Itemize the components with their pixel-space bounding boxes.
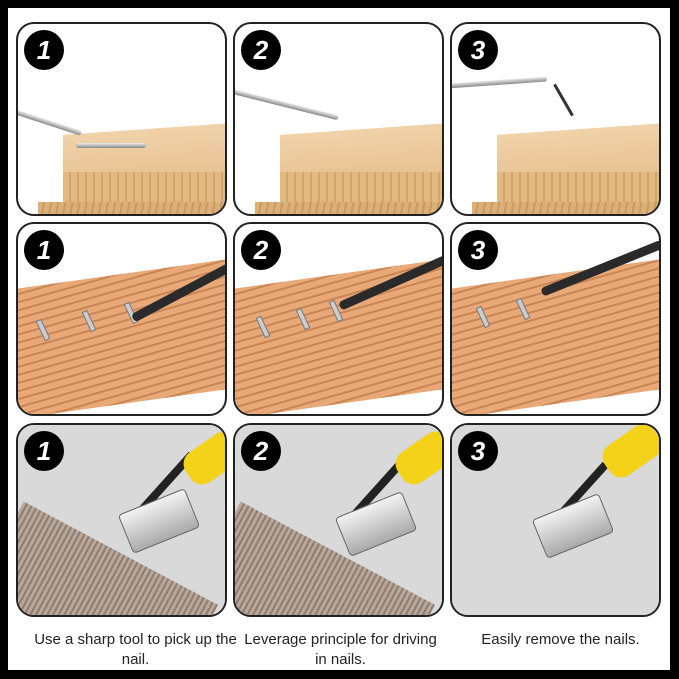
step-badge: 2 [241, 431, 281, 471]
pry-bar-tool [452, 76, 548, 89]
panel-row1-step1: 1 [16, 22, 227, 216]
panel-row1-step3: 3 [450, 22, 661, 216]
step-badge: 1 [24, 230, 64, 270]
step-badge: 2 [241, 230, 281, 270]
wood-board-lower [255, 202, 442, 214]
caption-step3: Easily remove the nails. [481, 631, 640, 648]
panel-row3-step2: 2 [233, 423, 444, 617]
step-badge: 3 [458, 30, 498, 70]
panel-row2-step1: 1 [16, 222, 227, 416]
pry-bar-tool [76, 143, 146, 148]
wood-board-lower [38, 202, 225, 214]
extracted-nail [553, 83, 574, 117]
pry-bar-tool [235, 88, 339, 121]
pry-bar-tool [18, 109, 83, 136]
panel-row3-step3: 3 [450, 423, 661, 617]
panel-row2-step3: 3 [450, 222, 661, 416]
panel-row2-step2: 2 [233, 222, 444, 416]
step-badge: 1 [24, 30, 64, 70]
step-badge: 2 [241, 30, 281, 70]
step-badge: 3 [458, 230, 498, 270]
panel-row3-step1: 1 [16, 423, 227, 617]
image-frame: 1 2 3 1 2 3 [8, 8, 670, 670]
wood-board-lower [472, 202, 659, 214]
caption-step2: Leverage principle for driving in nails. [244, 631, 437, 668]
step-badge: 3 [458, 431, 498, 471]
panel-row1-step2: 2 [233, 22, 444, 216]
caption-step1: Use a sharp tool to pick up the nail. [34, 631, 237, 668]
step-badge: 1 [24, 431, 64, 471]
